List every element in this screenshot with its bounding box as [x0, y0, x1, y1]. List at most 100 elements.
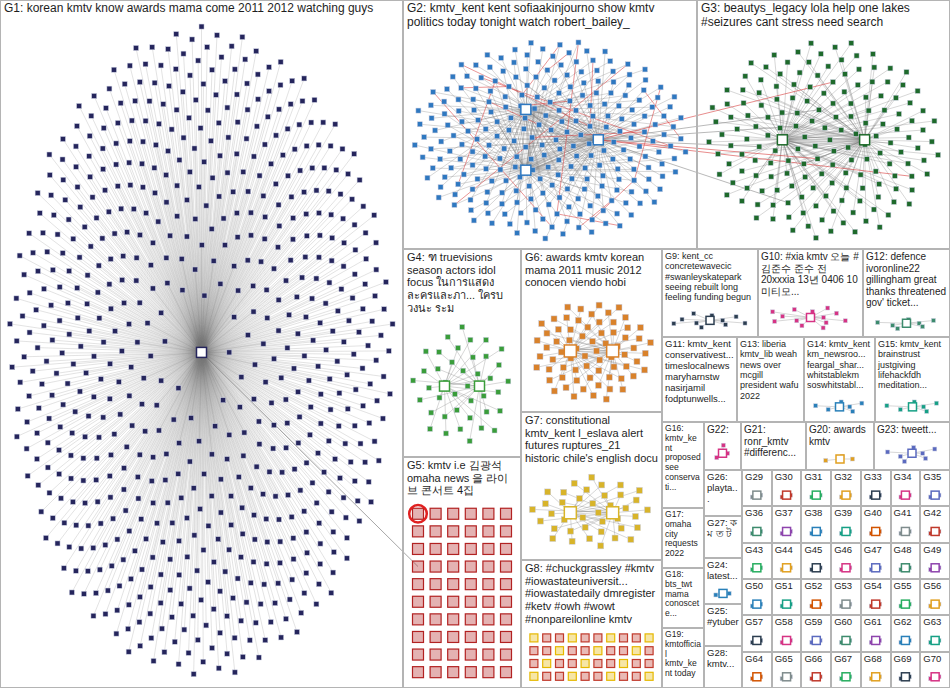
vertex — [106, 209, 111, 214]
vertex — [303, 315, 308, 320]
vertex-link — [202, 124, 336, 352]
vertex-link — [202, 352, 250, 640]
inter-group-links — [202, 82, 912, 566]
vertex — [69, 476, 74, 481]
vertex — [327, 376, 332, 381]
vertex-link — [865, 140, 932, 142]
vertex — [184, 197, 189, 202]
vertex — [235, 235, 240, 240]
vertex — [121, 487, 126, 492]
vertex-link — [105, 352, 201, 545]
vertex-link — [522, 45, 560, 95]
vertex — [156, 219, 161, 224]
vertex-link — [183, 54, 201, 353]
vertex-link — [202, 352, 266, 640]
vertex — [85, 301, 90, 306]
vertex — [118, 101, 123, 106]
vertex — [60, 251, 65, 256]
vertex — [276, 202, 281, 207]
vertex — [179, 601, 184, 606]
vertex — [187, 586, 192, 591]
vertex — [101, 340, 106, 345]
vertex-link — [202, 190, 317, 352]
vertex — [151, 500, 156, 505]
vertex — [96, 263, 101, 268]
vertex — [139, 517, 144, 522]
vertex-links — [674, 314, 745, 328]
vertex-link — [773, 312, 811, 318]
vertex-links — [537, 305, 651, 399]
vertex — [94, 456, 99, 461]
vertex — [202, 159, 207, 164]
vertex — [128, 183, 133, 188]
vertex — [22, 354, 27, 359]
vertex-link — [431, 386, 479, 413]
vertex — [47, 490, 52, 495]
vertex — [300, 275, 305, 280]
vertex-link — [84, 352, 202, 593]
vertex-link — [202, 194, 341, 352]
vertex-link — [579, 201, 612, 228]
vertex — [180, 288, 185, 293]
vertex — [245, 258, 250, 263]
vertex-link — [40, 213, 202, 352]
vertex — [192, 146, 197, 151]
vertex — [115, 120, 120, 125]
vertex-link — [108, 352, 202, 590]
vertex-link — [550, 351, 613, 380]
vertex — [181, 135, 186, 140]
vertex — [108, 306, 113, 311]
vertex — [65, 301, 70, 306]
vertex — [262, 236, 267, 241]
vertex — [97, 435, 102, 440]
vertex — [277, 107, 282, 112]
edge-layer — [10, 27, 939, 679]
vertex-link — [202, 352, 332, 592]
vertex — [248, 486, 253, 491]
vertex — [307, 432, 312, 437]
vertex — [291, 216, 296, 221]
vertex — [137, 452, 142, 457]
vertex — [156, 428, 161, 433]
vertex — [259, 259, 264, 264]
vertex — [120, 278, 125, 283]
vertex — [150, 286, 155, 291]
vertex — [149, 479, 154, 484]
vertex-link — [116, 352, 201, 633]
vertex — [50, 393, 55, 398]
vertex-link — [33, 352, 202, 371]
vertex — [63, 197, 68, 202]
vertex-link — [202, 352, 344, 497]
vertex — [360, 306, 365, 311]
vertex-link — [202, 215, 332, 353]
vertex — [159, 310, 164, 315]
vertex — [77, 255, 82, 260]
vertex — [288, 102, 293, 107]
vertex — [280, 470, 285, 475]
vertex-link — [202, 352, 383, 418]
vertex — [298, 168, 303, 173]
vertex — [335, 359, 340, 364]
vertex-link — [130, 66, 202, 353]
vertex — [310, 165, 315, 170]
vertex-layer — [7, 24, 941, 681]
vertex — [290, 237, 295, 242]
vertex — [94, 477, 99, 482]
vertex-link — [117, 352, 201, 610]
vertex — [264, 516, 269, 521]
vertex-link — [481, 78, 670, 146]
vertex — [289, 514, 294, 519]
vertex — [209, 226, 214, 231]
vertex-link — [526, 170, 632, 192]
vertex — [235, 576, 240, 581]
vertex — [227, 350, 232, 355]
vertex — [122, 300, 127, 305]
vertex — [245, 81, 250, 86]
vertex — [353, 387, 358, 392]
vertex-link — [73, 352, 202, 501]
vertex — [74, 164, 79, 169]
vertex — [103, 542, 108, 547]
vertex — [251, 559, 256, 564]
vertex-link — [526, 109, 620, 225]
highlight-links — [433, 42, 681, 227]
